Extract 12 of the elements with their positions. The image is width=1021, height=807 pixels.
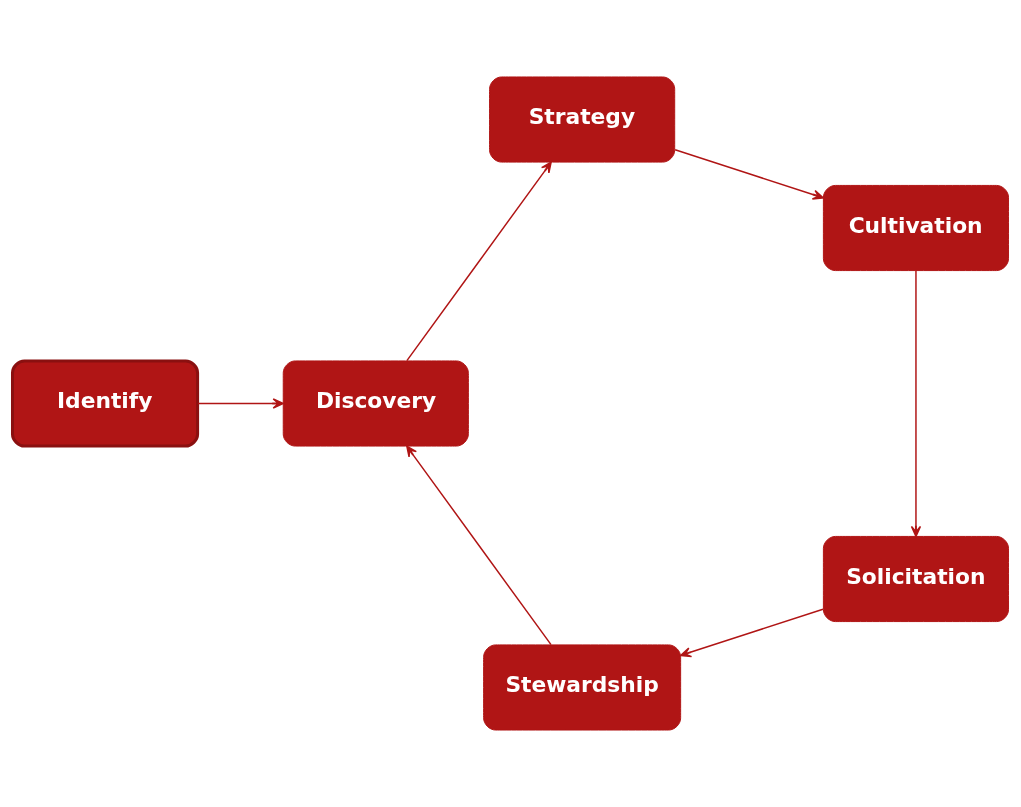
node-box: Solicitation [822, 535, 1009, 623]
arrow [406, 161, 552, 362]
node-box: Discovery [282, 360, 469, 447]
node-box: Identify [11, 359, 200, 448]
arrow [406, 445, 552, 646]
arrow [197, 398, 284, 409]
arrow [910, 269, 922, 538]
node-box: Stewardship [483, 644, 682, 731]
arrow [680, 608, 824, 658]
arrow [674, 149, 824, 200]
node-box: Strategy [489, 76, 676, 163]
node-box: Cultivation [822, 184, 1009, 272]
